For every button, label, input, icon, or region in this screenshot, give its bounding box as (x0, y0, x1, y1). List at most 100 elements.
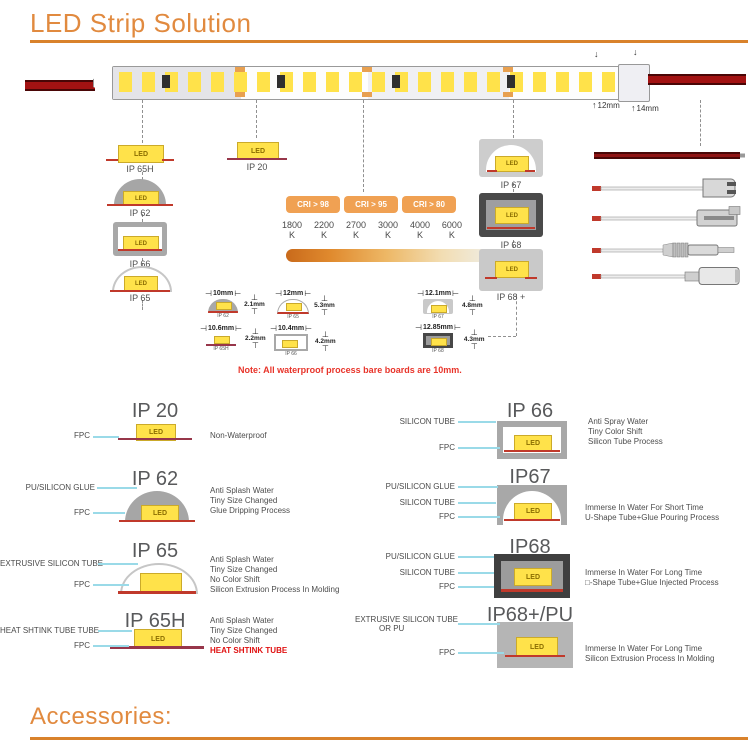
ip67-base (525, 170, 535, 172)
ip68-detail-led: LED (514, 568, 552, 586)
tube-label: EXTRUSIVE SILICON TUBE (355, 615, 458, 624)
dashed-line (488, 336, 516, 337)
ip20-base (227, 158, 287, 160)
label-leadline (458, 572, 494, 574)
strip-right-wire (648, 74, 746, 85)
color-temperature-gradient (286, 249, 508, 262)
waterproof-note: Note: All waterproof process bare boards… (238, 365, 462, 375)
label-leadline (458, 586, 494, 588)
height-dim: 4.3mm (464, 329, 485, 350)
label-leadline (458, 652, 504, 654)
heatshrink-label: HEAT SHTINK TUBE TUBE (0, 626, 99, 635)
ip68plus-icon-led: LED (495, 261, 529, 278)
dashed-line (142, 172, 143, 180)
ip68-label: IP 68 (500, 240, 522, 250)
label-leadline (93, 436, 119, 438)
resistor-pattern (114, 75, 618, 88)
title-underline (30, 40, 748, 43)
strip-height-dim: 14mm (631, 103, 659, 113)
strip-left-wire (25, 80, 95, 91)
ip67-label: IP 67 (500, 180, 522, 190)
dim-arrow-down (594, 50, 599, 59)
ip65-detail-fpc (118, 591, 196, 594)
latch-connector-cable (592, 206, 741, 227)
fpc-label: FPC (74, 431, 90, 440)
section-title-ip68: IP68 (509, 536, 551, 558)
dashed-line (513, 100, 514, 138)
label-leadline (98, 563, 138, 565)
ip67-icon-led: LED (495, 156, 529, 172)
fpc-label: FPC (74, 641, 90, 650)
accessories-underline (30, 737, 748, 740)
ip65h-base (162, 159, 174, 161)
ip66-mini-icon (274, 334, 308, 351)
ip67-detail-fpc (504, 519, 560, 521)
ip62-base (107, 204, 173, 206)
ip68plus-label: IP 68 + (496, 292, 526, 302)
section-title-ip65: IP 65 (131, 540, 179, 562)
dim-arrow-down (633, 48, 638, 57)
solder-pad (235, 67, 245, 72)
dashed-line (363, 100, 364, 192)
dc-female-jack-cable (592, 267, 740, 285)
dashed-line (513, 240, 514, 248)
width-dim: 10.4mm (270, 325, 312, 333)
ip68plus-base (525, 277, 537, 279)
ip62-detail-fpc (119, 520, 195, 522)
strip-right-endcap (618, 64, 650, 102)
dim-ip62: 10mm IP 62 2.1mm (205, 290, 265, 319)
silicontube-label: SILICON TUBE (399, 568, 455, 577)
section-title-ip62: IP 62 (131, 468, 179, 490)
ip68-mini-icon (422, 333, 453, 348)
glue-label: PU/SILICON GLUE (385, 482, 455, 491)
label-leadline (458, 623, 500, 625)
ip20-detail-led: LED (136, 424, 176, 441)
ip68-base (487, 227, 535, 229)
ip68-desc: Immerse In Water For Long Time □-Shape T… (585, 568, 719, 587)
silicontube-label: SILICON TUBE (399, 498, 455, 507)
two-pin-connector-cable (592, 178, 736, 198)
height-dim: 5.3mm (314, 295, 335, 316)
ip66-detail-fpc (504, 450, 560, 452)
ip65-label: IP 65 (129, 293, 151, 303)
ip67-base (487, 170, 497, 172)
width-dim: 10mm (205, 290, 241, 298)
section-title-ip20: IP 20 (131, 400, 179, 422)
height-dim: 4.8mm (462, 295, 483, 316)
heatshrink-red-note: HEAT SHTINK TUBE (210, 646, 288, 655)
height-dim: 4.2mm (315, 331, 336, 352)
tube-label: EXTRUSIVE SILICON TUBE (0, 559, 103, 568)
dc-male-plug-cable (592, 242, 735, 258)
ip65h-label: IP 65H (126, 164, 154, 174)
label-leadline (458, 486, 498, 488)
ip20-label: IP 20 (246, 162, 268, 172)
solder-pad (503, 92, 513, 97)
ip65-icon-led: LED (124, 276, 158, 291)
height-dim: 2.1mm (244, 294, 265, 315)
ip67-mini-icon (423, 299, 453, 314)
ip62-desc: Anti Splash Water Tiny Size Changed Glue… (210, 486, 291, 515)
ip66-desc: Anti Spray Water Tiny Color Shift Silico… (588, 417, 663, 446)
ip65h-mini-icon (206, 334, 236, 346)
label-leadline (458, 447, 500, 449)
width-dim: 12mm (275, 290, 311, 298)
dashed-line (142, 300, 143, 310)
dashed-line (513, 183, 514, 192)
solder-pad (503, 67, 513, 72)
label-leadline (458, 556, 494, 558)
ip20-desc: Non-Waterproof (210, 431, 267, 440)
dashed-line (142, 214, 143, 222)
width-dim: 12.85mm (415, 324, 461, 332)
fpc-label: FPC (439, 648, 455, 657)
ip65h-base (106, 159, 118, 161)
section-title-ip66: IP 66 (506, 400, 554, 422)
ip65-mini-icon (277, 299, 310, 314)
ip68-detail-fpc (501, 589, 563, 592)
silicontube-label: SILICON TUBE (399, 417, 455, 426)
width-dim: 12.1mm (417, 290, 459, 298)
dashed-line (256, 100, 257, 138)
ip65-desc: Anti Splash Water Tiny Size Changed No C… (210, 555, 340, 594)
ip66-label: IP 66 (129, 259, 151, 269)
